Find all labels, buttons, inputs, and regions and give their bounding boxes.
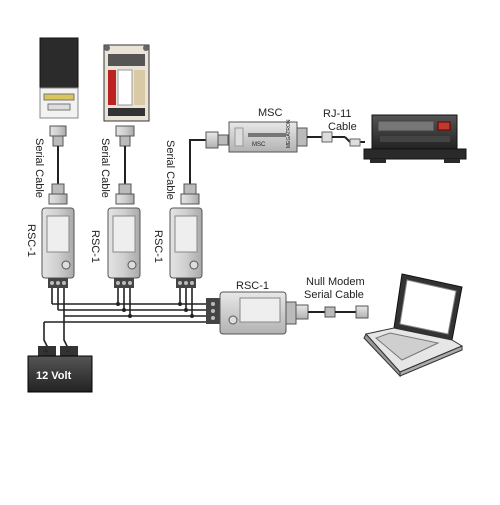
battery-plus-terminal: + — [43, 347, 49, 358]
charge-controller — [363, 114, 467, 163]
bus-junction-dots — [116, 302, 194, 318]
rsc-right-label: RSC-1 — [236, 280, 269, 292]
rj11-label-line1: RJ-11 — [323, 108, 352, 120]
null-modem-cable — [295, 304, 369, 320]
rj11-label-line2: Cable — [328, 121, 357, 133]
battery: + - — [27, 345, 93, 393]
rsc-module-1 — [41, 207, 75, 288]
msc-body-text: MSC — [252, 142, 266, 148]
rsc-label-1: RSC-1 — [25, 224, 37, 257]
serial-cable-label-3: Serial Cable — [164, 140, 176, 200]
rsc-label-2: RSC-1 — [89, 230, 101, 263]
null-modem-label-line1: Null Modem — [306, 276, 365, 288]
rsc-module-3 — [169, 207, 203, 288]
top-device-1 — [39, 37, 79, 147]
laptop — [363, 273, 464, 378]
cable-plugs-bottom — [48, 131, 229, 205]
rj11-cable — [307, 131, 365, 147]
serial-cable-label-2: Serial Cable — [99, 138, 111, 198]
rsc-label-3: RSC-1 — [152, 230, 164, 263]
msc-label: MSC — [258, 107, 283, 119]
serial-cable-group — [57, 139, 206, 185]
rsc-module-right — [206, 291, 297, 335]
serial-cable-label-1: Serial Cable — [33, 138, 45, 198]
rsc-module-2 — [107, 207, 141, 288]
msc-side-text: MEGATRON — [286, 119, 292, 148]
battery-minus-terminal: - — [66, 345, 70, 357]
msc-module: MSC MEGATRON — [228, 119, 308, 153]
bus-wires — [43, 288, 214, 349]
battery-label: 12 Volt — [36, 370, 72, 382]
top-device-2 — [103, 44, 150, 147]
null-modem-label-line2: Serial Cable — [304, 289, 364, 301]
